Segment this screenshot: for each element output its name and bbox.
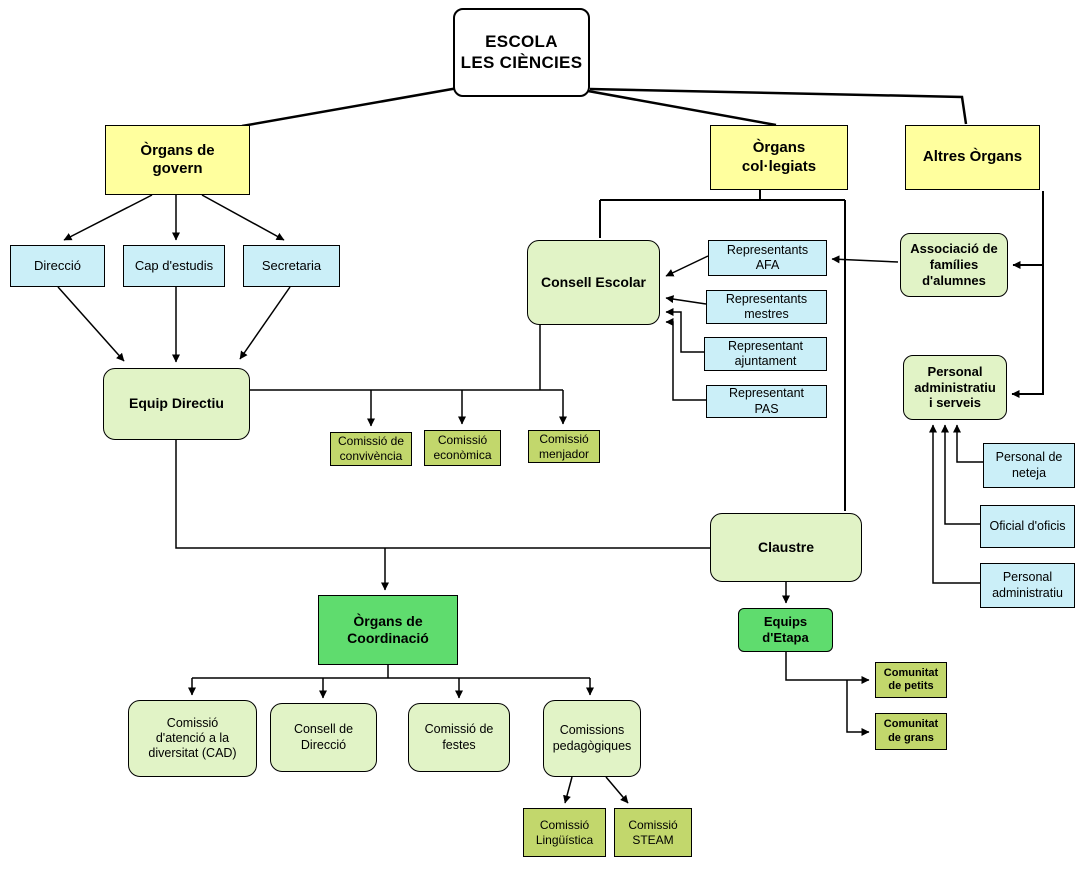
- node-comissio-economica: Comissió econòmica: [424, 430, 501, 466]
- node-organs-de-coordinacio: Òrgans de Coordinació: [318, 595, 458, 665]
- node-consell-de-direccio: Consell de Direcció: [270, 703, 377, 772]
- govern-connectors: [57, 194, 291, 363]
- claustre-connectors: [175, 440, 870, 736]
- node-associacio-families: Associació de famílies d'alumnes: [900, 233, 1008, 297]
- node-organs-de-govern: Òrgans de govern: [105, 125, 250, 195]
- collegiats-connectors: [599, 190, 846, 511]
- representants-connectors: [665, 255, 899, 401]
- node-representant-pas: Representant PAS: [706, 385, 827, 418]
- node-comissio-cad: Comissió d'atenció a la diversitat (CAD): [128, 700, 257, 777]
- node-altres-organs: Altres Òrgans: [905, 125, 1040, 190]
- comissions-connectors: [250, 325, 567, 427]
- node-equip-directiu: Equip Directiu: [103, 368, 250, 440]
- node-comissio-convivencia: Comissió de convivència: [330, 432, 412, 466]
- node-comissio-linguistica: Comissió Lingüística: [523, 808, 606, 857]
- node-personal-de-neteja: Personal de neteja: [983, 443, 1075, 488]
- node-representant-ajuntament: Representant ajuntament: [704, 337, 827, 371]
- node-comunitat-de-grans: Comunitat de grans: [875, 713, 947, 750]
- trunk-connectors: [241, 86, 968, 128]
- coordinacio-connectors: [188, 665, 629, 804]
- node-representants-mestres: Representants mestres: [706, 290, 827, 324]
- node-comunitat-de-petits: Comunitat de petits: [875, 662, 947, 698]
- node-comissio-de-festes: Comissió de festes: [408, 703, 510, 772]
- node-cap-destudis: Cap d'estudis: [123, 245, 225, 287]
- node-comissio-menjador: Comissió menjador: [528, 430, 600, 463]
- node-secretaria: Secretaria: [243, 245, 340, 287]
- node-comissio-steam: Comissió STEAM: [614, 808, 692, 857]
- node-consell-escolar: Consell Escolar: [527, 240, 660, 325]
- node-direccio: Direcció: [10, 245, 105, 287]
- node-personal-administratiu-serveis: Personal administratiu i serveis: [903, 355, 1007, 420]
- node-organs-collegiats: Òrgans col·legiats: [710, 125, 848, 190]
- node-comissions-pedagogiques: Comissions pedagògiques: [543, 700, 641, 777]
- node-personal-administratiu: Personal administratiu: [980, 563, 1075, 608]
- altres-connectors: [1011, 191, 1044, 398]
- node-representants-afa: Representants AFA: [708, 240, 827, 276]
- node-claustre: Claustre: [710, 513, 862, 582]
- node-oficial-oficis: Oficial d'oficis: [980, 505, 1075, 548]
- node-school-title: ESCOLA LES CIÈNCIES: [453, 8, 590, 97]
- node-equips-detapa: Equips d'Etapa: [738, 608, 833, 652]
- personal-connectors: [929, 424, 983, 584]
